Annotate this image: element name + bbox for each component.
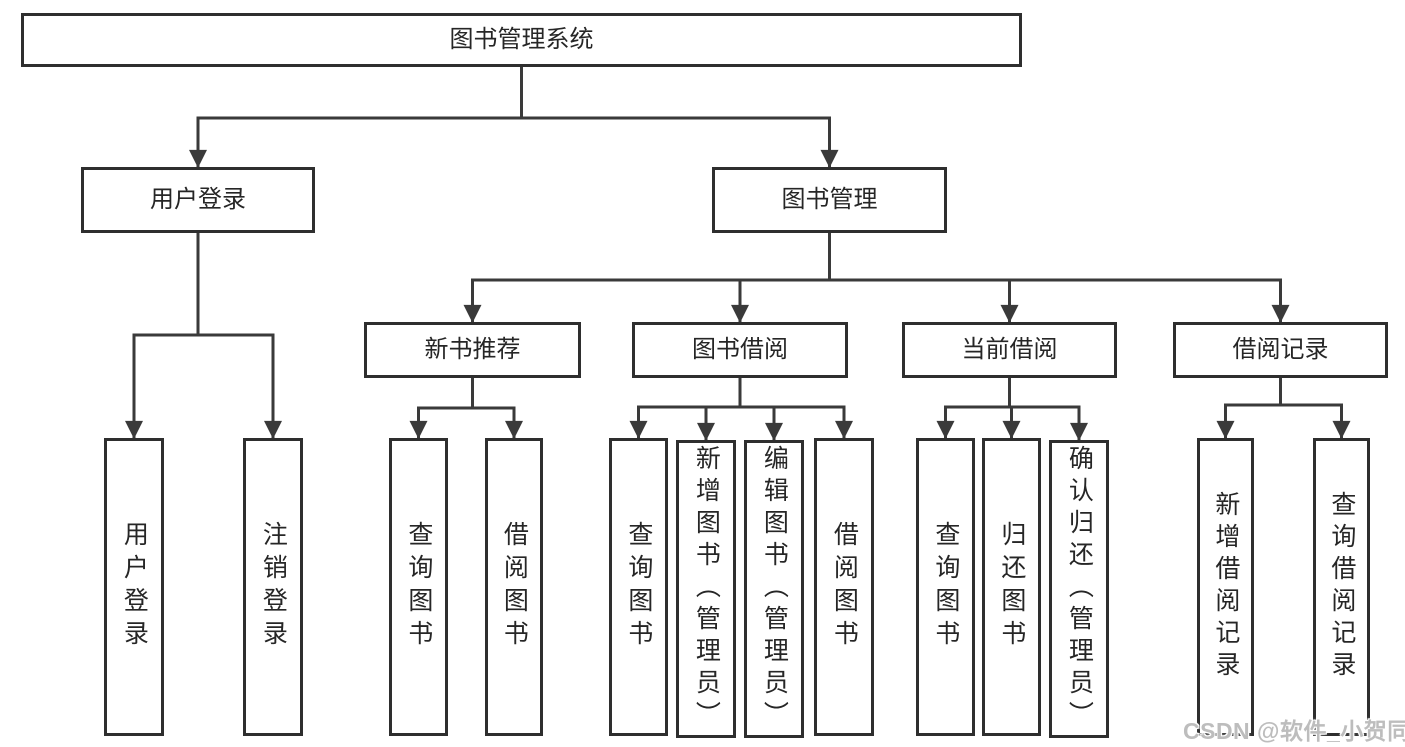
watermark: CSDN @软件_小贺同学	[1183, 718, 1405, 744]
node-label: 查询图书	[931, 521, 960, 653]
node-label: 借阅图书	[830, 521, 859, 653]
diagram-node-new-book-recommend: 新书推荐	[364, 322, 581, 378]
node-label: 归还图书	[997, 521, 1026, 653]
diagram-node-leaf-logout: 注销登录	[243, 438, 303, 736]
diagram-node-leaf-user-login: 用户登录	[104, 438, 164, 736]
node-label: 新增图书（管理员）	[692, 445, 721, 733]
node-label: 用户登录	[150, 186, 246, 214]
node-label: 注销登录	[259, 521, 288, 653]
node-label: 查询图书	[404, 521, 433, 653]
node-label: 新增借阅记录	[1211, 491, 1240, 683]
node-label: 新书推荐	[424, 336, 521, 364]
diagram-node-root: 图书管理系统	[21, 13, 1022, 67]
node-label: 图书管理系统	[449, 26, 594, 54]
diagram-node-book-management: 图书管理	[712, 167, 947, 233]
node-label: 借阅图书	[500, 521, 529, 653]
diagram-node-leaf-query-books-borrowing: 查询图书	[609, 438, 668, 736]
diagram-node-leaf-borrow-books-recommend: 借阅图书	[485, 438, 543, 736]
diagram-node-book-borrowing: 图书借阅	[632, 322, 848, 378]
node-label: 图书借阅	[692, 336, 788, 364]
diagram-node-leaf-query-books-current: 查询图书	[916, 438, 975, 736]
diagram-node-leaf-query-books-recommend: 查询图书	[389, 438, 448, 736]
diagram-node-leaf-query-borrow-record: 查询借阅记录	[1313, 438, 1370, 736]
diagram-node-leaf-confirm-return-admin: 确认归还（管理员）	[1049, 440, 1109, 738]
node-label: 借阅记录	[1232, 336, 1329, 364]
node-label: 图书管理	[781, 186, 878, 214]
diagram-node-leaf-add-books-admin: 新增图书（管理员）	[676, 440, 736, 738]
diagram-node-user-login: 用户登录	[81, 167, 315, 233]
node-label: 当前借阅	[961, 336, 1058, 364]
diagram-node-current-borrowing: 当前借阅	[902, 322, 1117, 378]
node-label: 查询图书	[624, 521, 653, 653]
edge-group	[125, 65, 1351, 442]
diagram-node-leaf-borrow-books-borrowing: 借阅图书	[814, 438, 874, 736]
diagram-node-borrowing-records: 借阅记录	[1173, 322, 1388, 378]
diagram-node-leaf-edit-books-admin: 编辑图书（管理员）	[744, 440, 804, 738]
diagram-node-leaf-add-borrow-record: 新增借阅记录	[1197, 438, 1254, 736]
node-label: 查询借阅记录	[1327, 491, 1356, 683]
node-label: 确认归还（管理员）	[1065, 445, 1094, 733]
node-label: 编辑图书（管理员）	[760, 445, 789, 733]
node-label: 用户登录	[120, 521, 149, 653]
diagram-node-leaf-return-books: 归还图书	[982, 438, 1041, 736]
